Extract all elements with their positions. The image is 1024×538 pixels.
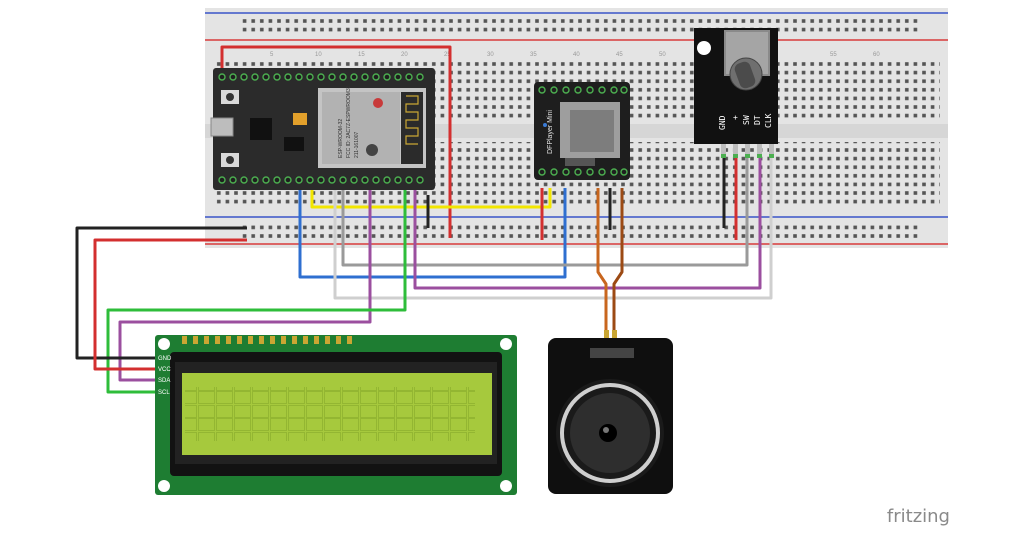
col-number: 50 [659, 52, 666, 58]
esp32-module-line2: 211-161007 [354, 131, 360, 158]
usb-port [210, 117, 234, 137]
lcd-pin-gnd: GND [158, 356, 172, 362]
usb-chip [250, 118, 272, 140]
wire-green-lcd [106, 190, 407, 394]
wire-gray-2 [333, 156, 773, 300]
dfplayer-module: DFPlayer Mini [534, 82, 630, 180]
col-number: 60 [873, 52, 880, 58]
col-number: 15 [358, 52, 365, 58]
bottom-power-rail-holes [240, 222, 920, 240]
encoder-pin-gnd: GND [718, 115, 727, 130]
encoder-pin-sw: SW [742, 115, 751, 125]
col-number: 25 [444, 52, 451, 58]
encoder-knob [734, 61, 756, 89]
encoder-pin-clk: CLK [764, 113, 773, 128]
esp32-board: ESP-WROOM-32 FCC ID: 2AC7Z-ESPWROOM32 21… [210, 68, 435, 190]
mount-hole [158, 338, 170, 350]
col-number: 35 [530, 52, 537, 58]
lcd-character-grid [185, 387, 475, 441]
mount-hole [500, 338, 512, 350]
wire-red-lcd [93, 238, 247, 371]
wire-yellow [310, 188, 552, 209]
col-number: 5 [270, 52, 274, 58]
mount-hole [697, 41, 711, 55]
fritzing-watermark: fritzing [887, 506, 950, 527]
col-number: 40 [573, 52, 580, 58]
wire-purple-lcd [118, 190, 372, 382]
esp32-buttons [221, 90, 239, 167]
wire-orange-speaker-1 [596, 188, 608, 338]
wire-gray-1 [341, 156, 749, 267]
encoder-pin-dt: DT [753, 115, 762, 125]
col-number: 20 [401, 52, 408, 58]
col-number: 45 [616, 52, 623, 58]
dfplayer-label: DFPlayer Mini [547, 110, 554, 154]
top-power-rail-holes [240, 18, 920, 36]
capacitor [293, 113, 307, 125]
lcd-16x2: GND VCC SDA SCL [155, 335, 517, 495]
rotary-encoder: GND + SW DT CLK [694, 28, 778, 158]
speaker [548, 330, 673, 494]
col-number: 30 [487, 52, 494, 58]
wire-orange-speaker-2 [612, 188, 624, 338]
wire-blue [298, 188, 567, 279]
lcd-pin-sda: SDA [158, 378, 170, 384]
speaker-terminal [590, 348, 634, 358]
mount-hole [500, 480, 512, 492]
mount-hole [158, 480, 170, 492]
wire-red-power [220, 45, 452, 238]
wire-purple-encoder [413, 156, 762, 290]
wire-black-lcd [75, 226, 247, 360]
encoder-pin-plus: + [731, 115, 740, 120]
col-number: 55 [830, 52, 837, 58]
col-number: 10 [315, 52, 322, 58]
esp32-module-title: ESP-WROOM-32 [338, 119, 344, 158]
lcd-pin-scl: SCL [158, 390, 170, 396]
lcd-pin-vcc: VCC [158, 367, 171, 373]
wires [75, 45, 773, 394]
esp32-module-line1: FCC ID: 2AC7Z-ESPWROOM32 [346, 85, 352, 158]
